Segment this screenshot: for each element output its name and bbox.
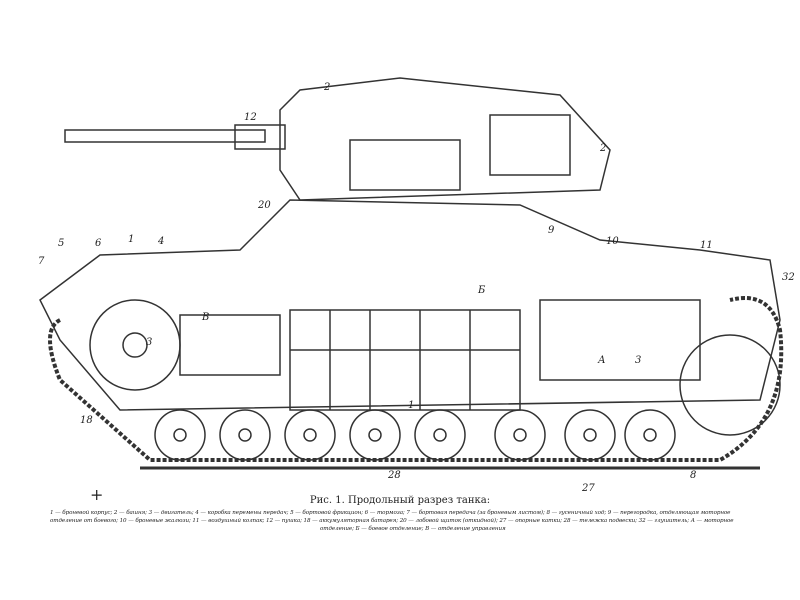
gun-barrel (64, 129, 266, 143)
caption-line: отделение; Б — боевое отделение; В — отд… (320, 526, 506, 532)
track (48, 296, 784, 462)
caption-line: отделение от боевого; 10 — броневые жалю… (50, 518, 734, 524)
drive-sprocket (89, 299, 181, 391)
label-27: 27 (582, 483, 595, 494)
label-6: 6 (95, 238, 102, 249)
label-10: 10 (606, 236, 619, 247)
label-5: 5 (58, 238, 65, 249)
label-4: 4 (158, 236, 165, 247)
label-v: В (202, 312, 210, 323)
label-9: 9 (548, 225, 555, 236)
label-11: 11 (700, 240, 713, 251)
label-28: 28 (388, 470, 401, 481)
label-2-top: 2 (324, 82, 331, 93)
label-b: Б (478, 285, 486, 296)
label-2-right: 2 (600, 143, 607, 154)
engine-block (539, 299, 701, 381)
label-1-top: 1 (128, 234, 135, 245)
label-7: 7 (38, 256, 45, 267)
hull (39, 199, 781, 411)
idler-wheel (679, 334, 781, 436)
label-3-left: 3 (146, 337, 153, 348)
label-12: 12 (244, 112, 257, 123)
label-a: А (598, 355, 606, 366)
caption-line: 1 — броневой корпус; 2 — башня; 3 — двиг… (50, 510, 731, 516)
road-wheels (154, 409, 676, 461)
figure-caption-title: Рис. 1. Продольный разрез танка: (309, 495, 491, 506)
svg-text:+: + (90, 485, 103, 504)
label-18: 18 (80, 415, 93, 426)
turret (279, 77, 611, 201)
label-32: 32 (782, 272, 795, 283)
transmission (179, 314, 281, 376)
label-20: 20 (258, 200, 271, 211)
label-1-bottom: 1 (408, 400, 415, 411)
label-8: 8 (690, 470, 697, 481)
label-3-right: 3 (635, 355, 642, 366)
